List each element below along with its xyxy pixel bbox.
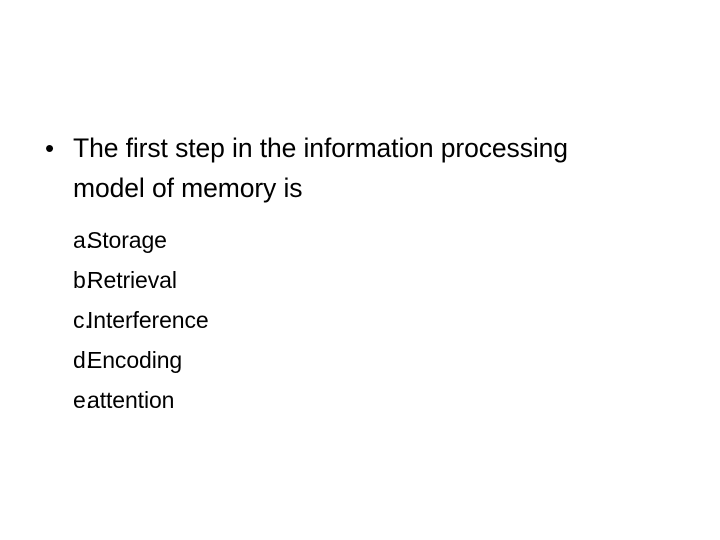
answer-option-c-label: Interference [87, 307, 209, 333]
answer-option-c-marker: c. [73, 307, 91, 333]
answer-option-b-label: Retrieval [87, 267, 177, 293]
answer-option-a-marker: a. [73, 227, 93, 253]
answer-option-b[interactable]: b. Retrieval [40, 260, 660, 300]
question-text: The first step in the information proces… [73, 133, 568, 203]
bullet-dot-icon: • [45, 133, 55, 163]
answer-option-e[interactable]: e. attention [40, 380, 660, 420]
answer-option-c[interactable]: c. Interference [40, 300, 660, 340]
answer-option-e-label: attention [87, 387, 175, 413]
answer-options-list: a. Storage b. Retrieval c. Interference … [40, 220, 660, 420]
answer-option-d-label: Encoding [87, 347, 183, 373]
answer-option-d-marker: d. [73, 347, 93, 373]
slide-content-body: • The first step in the information proc… [40, 128, 660, 420]
answer-option-e-marker: e. [73, 387, 93, 413]
answer-option-b-marker: b. [73, 267, 93, 293]
question-bullet-row: • The first step in the information proc… [40, 128, 660, 208]
answer-option-a[interactable]: a. Storage [40, 220, 660, 260]
answer-option-d[interactable]: d. Encoding [40, 340, 660, 380]
answer-option-a-label: Storage [87, 227, 167, 253]
